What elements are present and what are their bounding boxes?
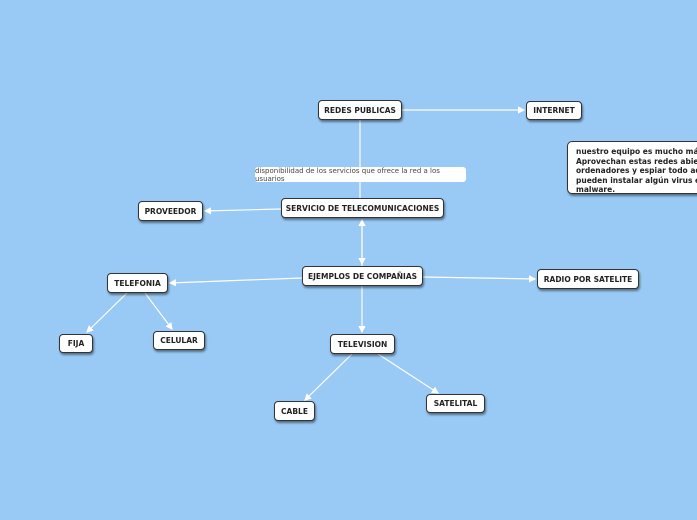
node-ejemplos-companias[interactable]: EJEMPLOS DE COMPAÑIAS [302,266,423,286]
node-radio-satelite[interactable]: RADIO POR SATELITE [537,269,639,289]
node-redes-publicas[interactable]: REDES PUBLICAS [318,100,402,120]
link-label: disponibilidad de los servicios que ofre… [255,167,466,183]
line-ejemplos-radio [422,275,537,283]
line-telefonia-fija [86,292,128,333]
note-box[interactable]: nuestro equipo es mucho más v Aprovechan… [567,141,697,194]
node-proveedor[interactable]: PROVEEDOR [138,201,203,221]
line-television-cable [304,353,353,401]
node-television[interactable]: TELEVISION [330,334,395,354]
node-cable[interactable]: CABLE [274,401,315,421]
line-television-satelital [377,353,440,394]
node-telefonia[interactable]: TELEFONIA [107,273,168,293]
node-celular[interactable]: CELULAR [153,331,205,350]
line-telefonia-celular [144,292,173,330]
node-servicio-telecomunicaciones[interactable]: SERVICIO DE TELECOMUNICACIONES [281,198,444,218]
node-satelital[interactable]: SATELITAL [426,394,485,413]
line-ejemplos-telefonia [168,277,303,287]
node-internet[interactable]: INTERNET [526,101,582,120]
node-fija[interactable]: FIJA [59,334,93,353]
line-servicio-proveedor [203,207,282,215]
